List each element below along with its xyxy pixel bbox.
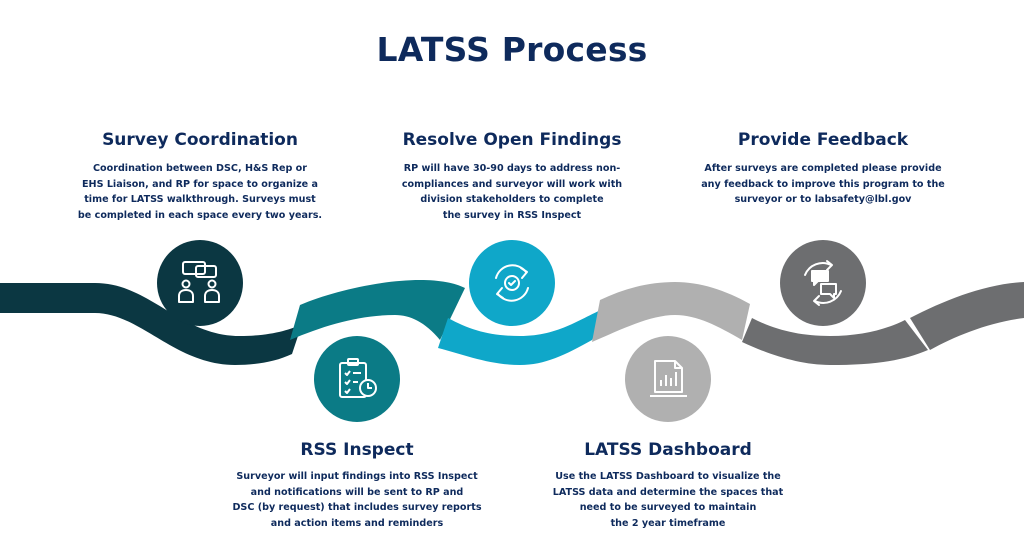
- wave-segment-2: [290, 280, 465, 340]
- step-1-circle: [157, 240, 243, 326]
- meeting-icon: [178, 261, 220, 303]
- step-title-survey-coordination: Survey Coordination: [102, 130, 298, 150]
- step-desc-resolve-open-findings: RP will have 30-90 days to address non- …: [401, 163, 623, 221]
- wave-segment-6: [910, 282, 1024, 350]
- step-title-provide-feedback: Provide Feedback: [737, 130, 909, 150]
- step-title-rss-inspect: RSS Inspect: [300, 440, 414, 460]
- cycle-check-icon: [495, 264, 529, 302]
- step-title-latss-dashboard: LATSS Dashboard: [584, 440, 752, 460]
- wave-segment-4: [592, 282, 750, 342]
- step-4-circle: [625, 336, 711, 422]
- clipboard-clock-icon: [339, 358, 377, 398]
- page-title: LATSS Process: [376, 30, 648, 69]
- step-desc-survey-coordination: Coordination between DSC, H&S Rep or EHS…: [77, 163, 323, 221]
- step-desc-latss-dashboard: Use the LATSS Dashboard to visualize the…: [552, 471, 784, 529]
- step-desc-provide-feedback: After surveys are completed please provi…: [701, 163, 945, 206]
- step-desc-rss-inspect: Surveyor will input findings into RSS In…: [232, 471, 482, 529]
- wave-segment-5: [742, 318, 928, 365]
- step-2-circle: [314, 336, 400, 422]
- step-title-resolve-open-findings: Resolve Open Findings: [402, 130, 622, 150]
- feedback-cycle-icon: [804, 260, 842, 306]
- wave-segment-1: [0, 283, 302, 365]
- dashboard-icon: [650, 360, 687, 397]
- wave-segment-3: [438, 305, 612, 365]
